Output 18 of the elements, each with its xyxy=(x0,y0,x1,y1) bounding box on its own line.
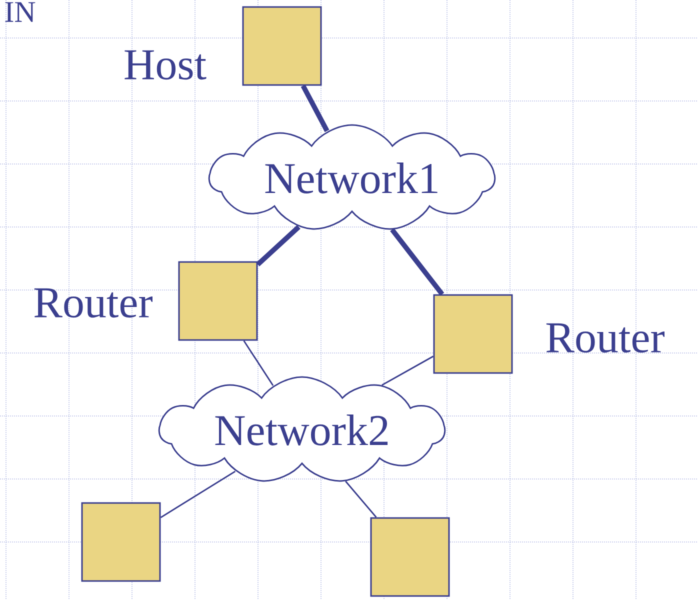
link-line xyxy=(345,480,377,518)
device-label: Router xyxy=(34,288,152,318)
device-box xyxy=(433,294,513,374)
link-line xyxy=(382,356,434,386)
link-line xyxy=(390,228,444,296)
device-box xyxy=(370,517,450,597)
link-line xyxy=(300,84,330,132)
link-line xyxy=(243,340,274,386)
network-cloud: Network2 xyxy=(158,376,446,482)
device-label: Router xyxy=(546,323,664,353)
device-box xyxy=(81,502,161,582)
link-line xyxy=(256,225,300,266)
device-box xyxy=(242,6,322,86)
device-label: Host xyxy=(124,50,206,80)
heading-fragment: IN xyxy=(5,2,36,22)
device-box xyxy=(178,261,258,341)
link-line xyxy=(160,470,236,518)
network-cloud: Network1 xyxy=(208,124,496,230)
